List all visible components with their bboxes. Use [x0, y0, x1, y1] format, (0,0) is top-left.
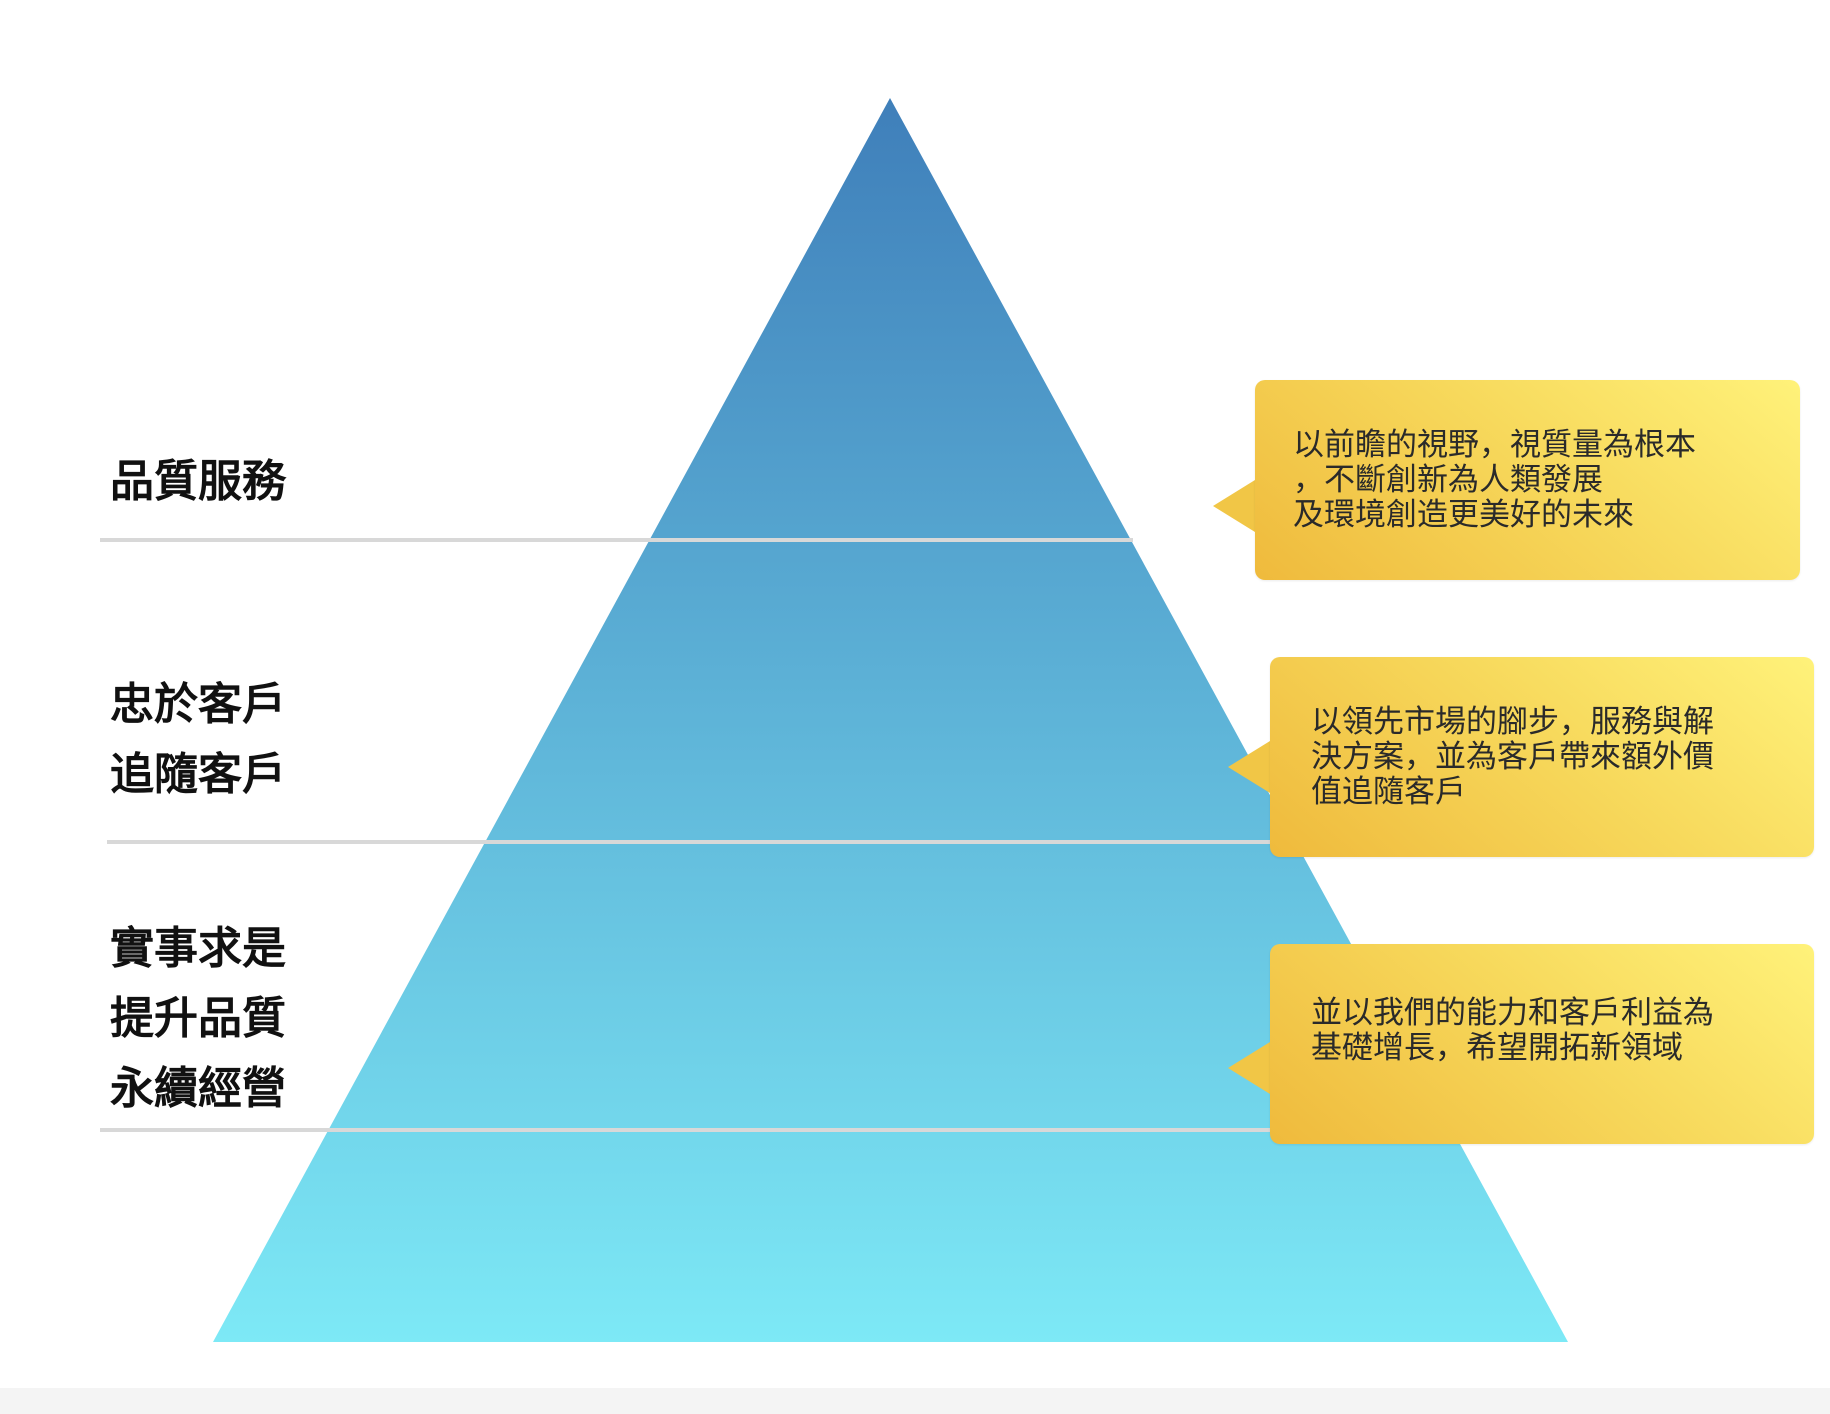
tier-divider-middle	[107, 840, 1272, 844]
callout-vision: 以前瞻的視野，視質量為根本 ，不斷創新為人類發展 及環境創造更美好的未來	[1213, 380, 1800, 580]
tier-label-line: 實事求是	[110, 923, 286, 974]
tier-label-line: 追隨客戶	[110, 749, 286, 800]
callout-text: 以領先市場的腳步，服務與解 決方案，並為客戶帶來額外價 值追隨客戶	[1311, 705, 1714, 810]
tier-divider-top	[100, 538, 1133, 542]
callout-line: 值追隨客戶	[1311, 774, 1466, 810]
callout-growth: 並以我們的能力和客戶利益為 基礎增長，希望開拓新領域	[1228, 944, 1814, 1144]
callout-line: 基礎增長，希望開拓新領域	[1311, 1030, 1683, 1066]
bottom-strip	[0, 1388, 1830, 1414]
callout-pointer	[1213, 480, 1255, 532]
tier-label-quality-service: 品質服務	[110, 447, 286, 517]
tier-label-customer-loyalty: 忠於客戶 追隨客戶	[110, 670, 286, 810]
callout-box	[1270, 657, 1814, 857]
tier-label-line: 永續經營	[110, 1063, 286, 1114]
callout-line: 以前瞻的視野，視質量為根本	[1293, 427, 1696, 463]
callout-box	[1270, 944, 1814, 1144]
tier-label-pragmatism: 實事求是 提升品質 永續經營	[110, 914, 286, 1124]
callout-text: 以前瞻的視野，視質量為根本 ，不斷創新為人類發展 及環境創造更美好的未來	[1293, 428, 1696, 533]
tier-label-line: 品質服務	[110, 456, 286, 507]
tier-label-line: 提升品質	[110, 993, 286, 1044]
callout-line: 以領先市場的腳步，服務與解	[1311, 704, 1714, 740]
callout-pointer	[1228, 1042, 1270, 1094]
callout-line: 決方案，並為客戶帶來額外價	[1311, 739, 1714, 775]
tier-divider-bottom	[100, 1128, 1272, 1132]
callout-line: ，不斷創新為人類發展	[1293, 462, 1603, 498]
callout-market-leading: 以領先市場的腳步，服務與解 決方案，並為客戶帶來額外價 值追隨客戶	[1228, 657, 1814, 857]
tier-label-line: 忠於客戶	[110, 679, 286, 730]
pyramid-triangle	[213, 98, 1568, 1342]
callout-line: 及環境創造更美好的未來	[1293, 497, 1634, 533]
callout-pointer	[1228, 741, 1270, 793]
callout-line: 並以我們的能力和客戶利益為	[1311, 995, 1714, 1031]
callout-box	[1255, 380, 1800, 580]
callout-text: 並以我們的能力和客戶利益為 基礎增長，希望開拓新領域	[1311, 996, 1714, 1066]
